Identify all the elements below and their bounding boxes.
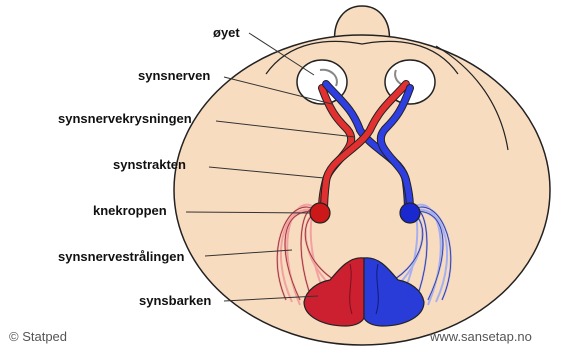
right-lateral-geniculate-nucleus [400, 203, 420, 223]
left-lateral-geniculate-nucleus [310, 203, 330, 223]
label-oyet: øyet [213, 25, 240, 40]
website-link[interactable]: www.sansetap.no [430, 329, 532, 344]
label-synsnerven: synsnerven [138, 68, 210, 83]
label-synstrakten: synstrakten [113, 157, 186, 172]
label-synsnervekrysningen: synsnervekrysningen [58, 111, 192, 126]
copyright-text: © Statped [9, 329, 67, 344]
label-synsnervestralingen: synsnervestrålingen [58, 249, 184, 264]
label-knekroppen: knekroppen [93, 203, 167, 218]
label-synsbarken: synsbarken [139, 293, 211, 308]
